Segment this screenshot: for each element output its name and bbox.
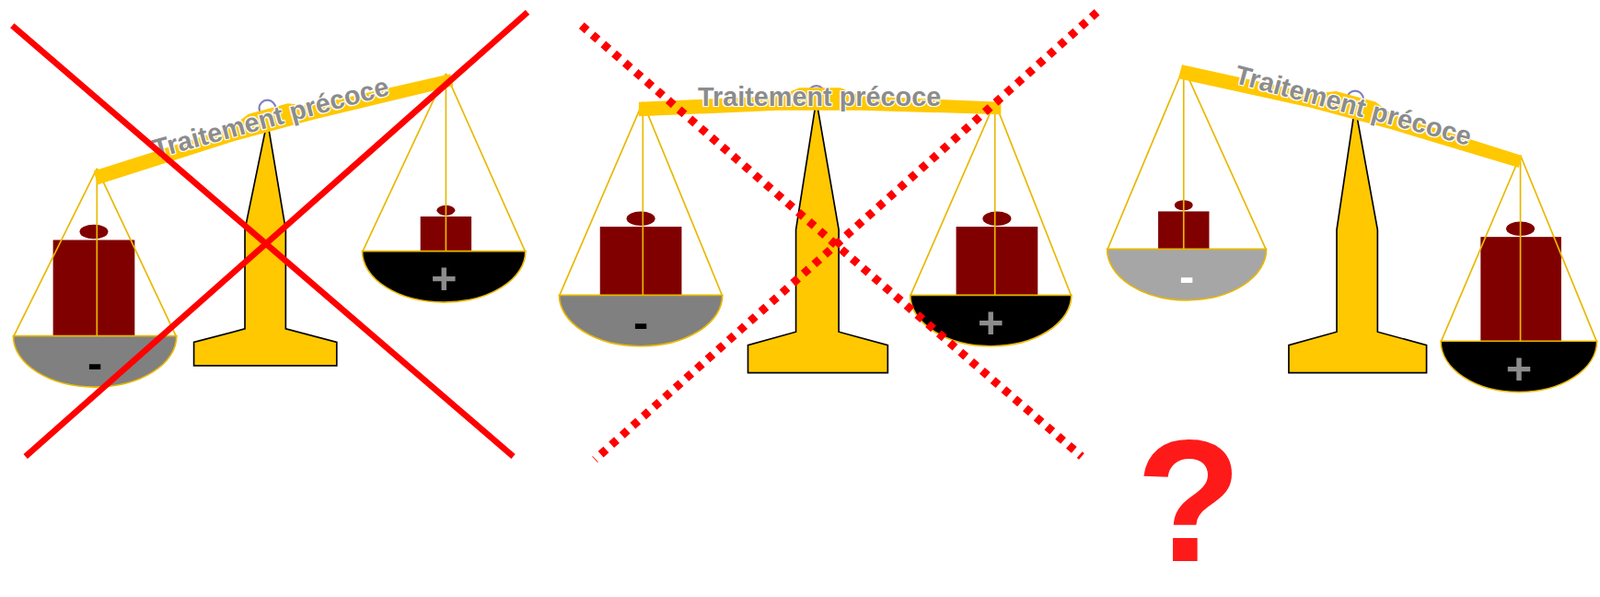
balance-beam: Traitement précoce [637,79,1000,120]
question-mark: ? [1117,407,1261,592]
weights [53,199,1562,342]
pan-sign: + [1440,346,1598,392]
pan-sign: - [1107,254,1267,300]
pan-sign: + [361,255,525,302]
balance-pan: + [361,250,525,304]
beam-label: Traitement précoce [637,81,1000,114]
balance-pan: - [12,335,176,389]
dotted-cross [581,11,1098,459]
balance-pan: + [1440,339,1598,394]
pan-sign: - [558,300,722,346]
balance-pan: - [1107,247,1267,302]
balance-pan: - [558,293,722,348]
pan-sign: + [910,300,1072,346]
solid-cross [11,11,528,456]
pan-sign: - [12,340,176,386]
balance-pan: + [910,293,1072,348]
balance-stands [194,100,1427,373]
